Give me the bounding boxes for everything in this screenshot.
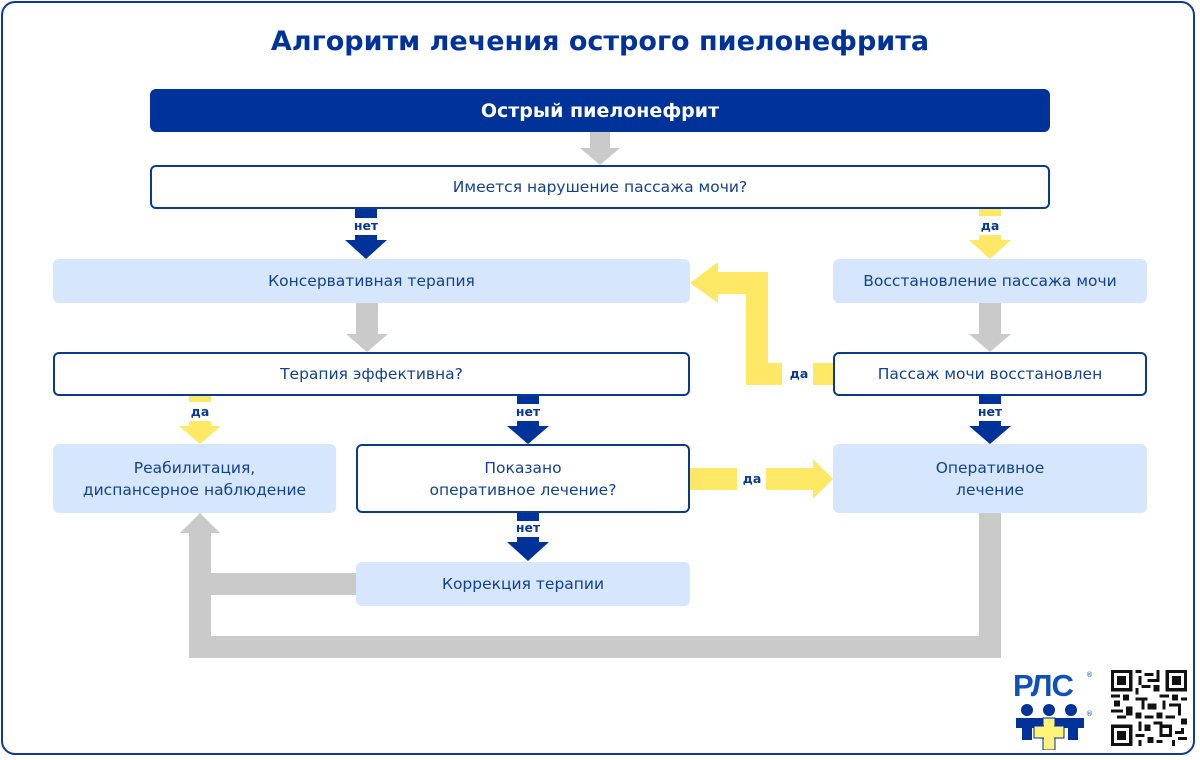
registered-mark-2: ® <box>1086 710 1093 718</box>
node-rehabilitation-line2: диспансерное наблюдение <box>82 480 307 499</box>
arrow-effective-no <box>507 395 549 444</box>
node-question-obstruction: Имеется нарушение пассажа мочи? <box>150 165 1050 209</box>
node-restore-passage: Восстановление пассажа мочи <box>833 259 1147 303</box>
registered-mark: ® <box>1086 671 1093 679</box>
label-obstruction-yes: да <box>980 218 1000 233</box>
node-rehabilitation: Реабилитация, диспансерное наблюдение <box>53 444 336 513</box>
label-effective-no: нет <box>515 404 541 419</box>
qr-code[interactable] <box>1111 670 1187 746</box>
node-therapy-correction: Коррекция терапии <box>356 562 690 606</box>
arrow-obstruction-no <box>345 208 387 259</box>
arrow-surgery-to-rehab-loop <box>180 512 1001 658</box>
node-restore-passage-label: Восстановление пассажа мочи <box>863 272 1117 290</box>
arrow-obstruction-yes <box>969 208 1011 259</box>
node-conservative-therapy: Консервативная терапия <box>53 259 690 303</box>
label-effective-yes: да <box>190 404 210 419</box>
arrow-restore-to-restored <box>969 302 1011 352</box>
arrow-surgery-yes <box>689 459 833 499</box>
label-restored-no: нет <box>977 404 1003 419</box>
arrow-surgery-no <box>507 512 549 561</box>
node-therapy-correction-label: Коррекция терапии <box>441 575 605 593</box>
rls-logo-text: РЛС <box>1013 668 1074 703</box>
label-restored-yes: да <box>789 366 809 381</box>
rls-people-cross-icon <box>1016 704 1084 750</box>
arrow-conservative-to-effective <box>346 302 388 352</box>
node-question-effective-label: Терапия эффективна? <box>280 365 463 383</box>
arrow-restored-yes <box>690 262 833 385</box>
node-start-label: Острый пиелонефрит <box>480 99 720 122</box>
node-conservative-therapy-label: Консервативная терапия <box>268 272 475 290</box>
node-surgery-line2: лечение <box>956 480 1024 499</box>
node-surgery-line1: Оперативное <box>935 458 1045 477</box>
arrow-restored-no <box>969 395 1011 444</box>
label-obstruction-no: нет <box>353 218 379 233</box>
node-question-restored: Пассаж мочи восстановлен <box>833 352 1147 396</box>
node-question-effective: Терапия эффективна? <box>53 352 690 396</box>
arrow-start-to-question <box>580 131 620 165</box>
node-start: Острый пиелонефрит <box>150 89 1050 132</box>
diagram-title: Алгоритм лечения острого пиелонефрита <box>270 26 930 57</box>
node-question-surgery-line1: Показано <box>484 458 562 477</box>
label-surgery-no: нет <box>515 520 541 535</box>
arrow-effective-yes <box>179 395 221 444</box>
node-question-surgery-line2: оперативное лечение? <box>429 480 617 499</box>
node-question-obstruction-label: Имеется нарушение пассажа мочи? <box>452 178 748 196</box>
node-rehabilitation-line1: Реабилитация, <box>133 458 256 477</box>
arrow-correction-to-rehab <box>200 573 358 595</box>
node-question-restored-label: Пассаж мочи восстановлен <box>877 365 1103 383</box>
node-surgery: Оперативное лечение <box>833 444 1147 513</box>
label-surgery-yes: да <box>742 471 762 486</box>
node-question-surgery: Показано оперативное лечение? <box>356 444 690 513</box>
